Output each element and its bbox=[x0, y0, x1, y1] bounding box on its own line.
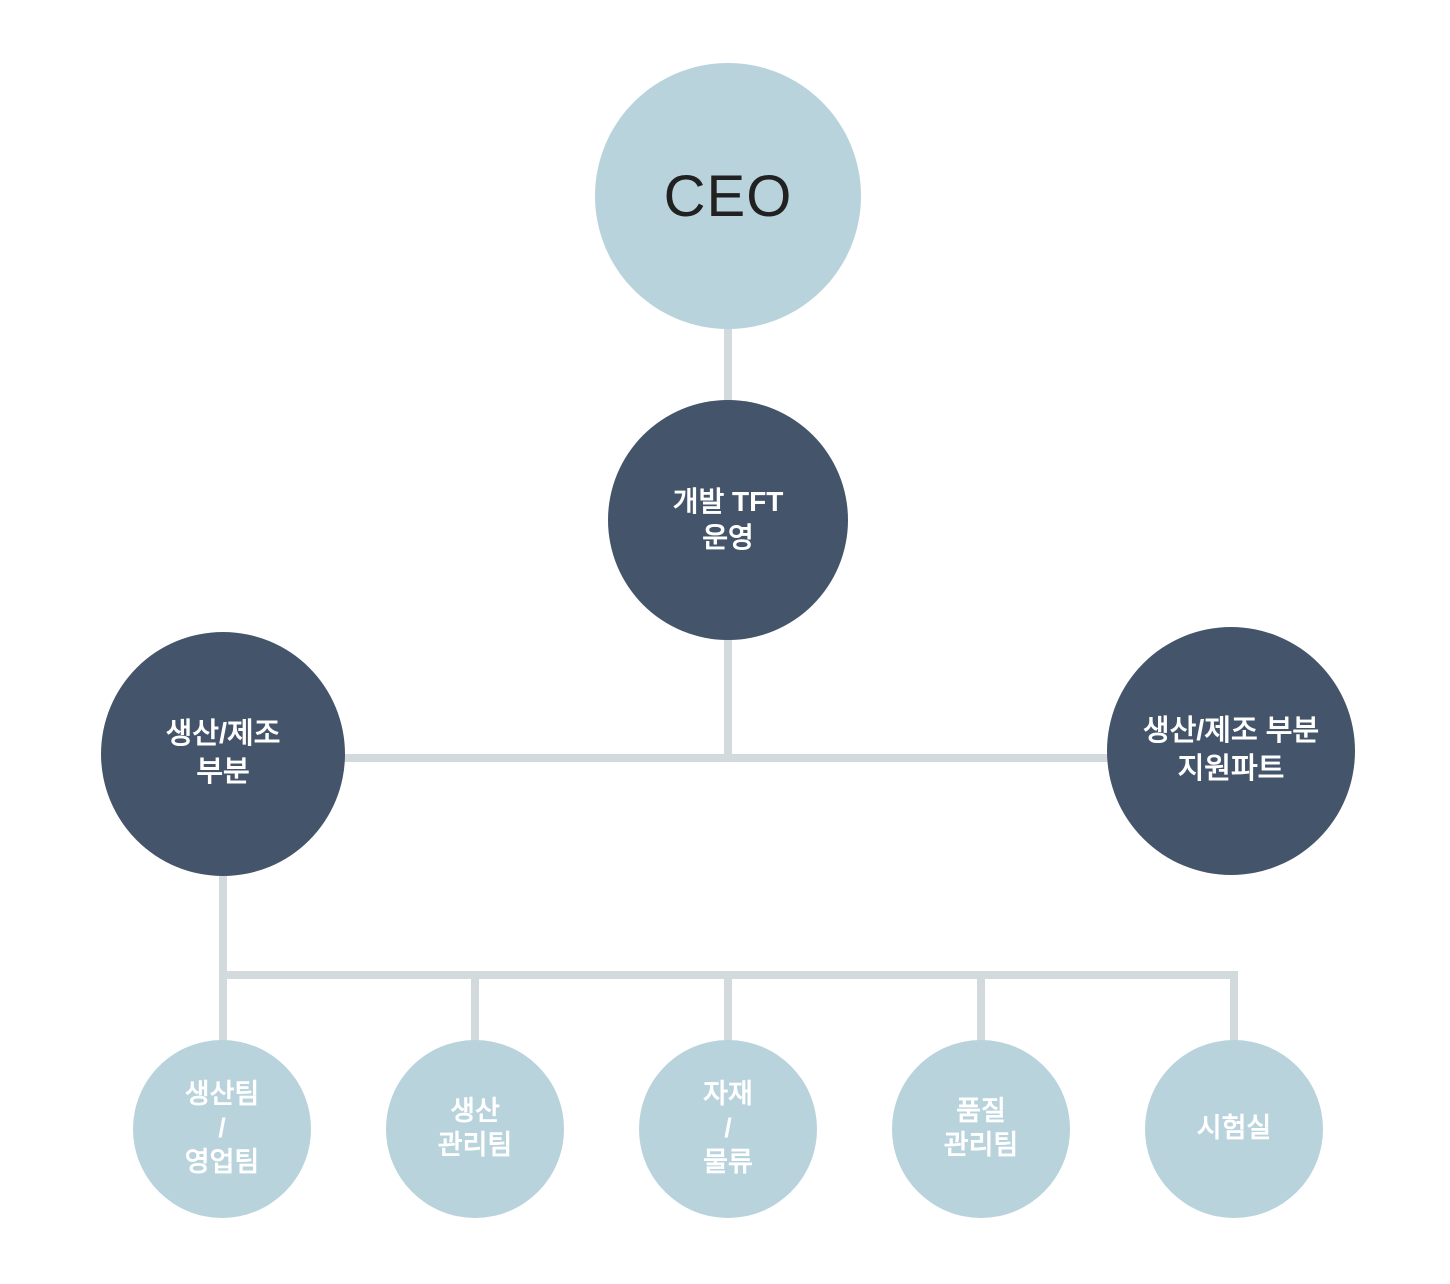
org-node-quality-mgmt-team: 품질 관리팀 bbox=[892, 1040, 1070, 1218]
connector-ceo-devtft bbox=[724, 326, 732, 404]
org-node-dev-tft: 개발 TFT 운영 bbox=[608, 400, 848, 640]
connector-branch-horizontal bbox=[342, 754, 1112, 762]
connector-drop-test-lab bbox=[1230, 975, 1238, 1042]
connector-drop-quality-mgmt bbox=[977, 975, 985, 1042]
connector-drop-materials-logistics bbox=[724, 975, 732, 1042]
org-node-production-division: 생산/제조 부분 bbox=[101, 632, 345, 876]
org-node-materials-logistics-team: 자재 / 물류 bbox=[639, 1040, 817, 1218]
connector-devtft-branch bbox=[724, 636, 732, 762]
org-node-ceo: CEO bbox=[595, 63, 861, 329]
org-node-support-part: 생산/제조 부분 지원파트 bbox=[1107, 627, 1355, 875]
connector-prod-to-teams bbox=[219, 872, 227, 1042]
connector-drop-production-mgmt bbox=[471, 975, 479, 1042]
org-node-production-mgmt-team: 생산 관리팀 bbox=[386, 1040, 564, 1218]
org-node-production-sales-team: 생산팀 / 영업팀 bbox=[133, 1040, 311, 1218]
org-node-test-lab: 시험실 bbox=[1145, 1040, 1323, 1218]
